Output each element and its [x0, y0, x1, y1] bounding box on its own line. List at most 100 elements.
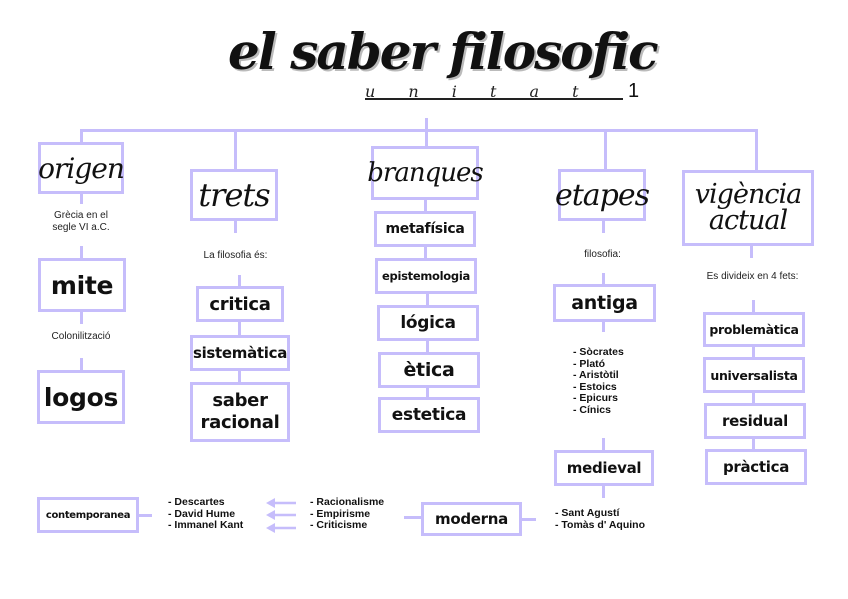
branques-item-etica: ètica — [378, 352, 480, 388]
connector — [602, 322, 605, 332]
trets-heading-box: trets — [190, 169, 278, 221]
connector — [425, 118, 428, 130]
vigencia-item-universalista: universalista — [703, 357, 805, 393]
logos-label: logos — [43, 382, 119, 412]
connector — [234, 221, 237, 233]
connector — [404, 516, 422, 519]
list-item: Aristòtil — [573, 369, 624, 382]
connector — [424, 200, 427, 212]
vigencia-heading-box: vigència actual — [682, 170, 814, 246]
vigencia-item-label: problemàtica — [709, 322, 799, 337]
list-item: Cínics — [573, 404, 624, 417]
vigencia-item-residual: residual — [704, 403, 806, 439]
trets-item-critica: critica — [196, 286, 284, 322]
connector — [238, 322, 241, 336]
trets-item-label: critica — [209, 293, 271, 315]
vigencia-item-label: residual — [722, 412, 788, 430]
connector — [80, 246, 83, 260]
etapa-antiga-box: antiga — [553, 284, 656, 322]
subtitle-text: u n i t a t — [365, 82, 593, 101]
colonization-note: Colonilització — [51, 331, 111, 342]
page-title: el saber filosofic — [228, 22, 659, 81]
connector — [234, 129, 237, 171]
branques-item-label: metafísica — [385, 221, 465, 237]
connector — [138, 514, 152, 517]
connector — [426, 294, 429, 306]
origen-heading: origen — [38, 151, 125, 185]
connector — [602, 273, 605, 285]
connector — [80, 312, 83, 324]
branques-item-label: lógica — [400, 313, 456, 333]
origen-heading-box: origen — [38, 142, 125, 194]
connector — [521, 518, 536, 521]
list-item: David Hume — [168, 508, 243, 521]
trets-item-label: saber racional — [200, 390, 280, 433]
connector — [426, 388, 429, 398]
origen-note: Grècia en el segle VI a.C. — [52, 210, 110, 233]
connector — [424, 247, 427, 259]
connector — [80, 194, 83, 204]
list-item: Racionalisme — [310, 496, 384, 509]
list-item: Tomàs d' Aquino — [555, 519, 645, 532]
branques-item-logica: lógica — [377, 305, 479, 341]
connector — [238, 371, 241, 383]
list-item: Empirisme — [310, 508, 384, 521]
connector — [80, 358, 83, 372]
list-item: Criticisme — [310, 519, 384, 532]
medieval-authors-list: Sant Agustí Tomàs d' Aquino — [555, 507, 645, 532]
arrow-left-icon — [266, 510, 296, 520]
etapa-moderna-box: moderna — [421, 502, 522, 536]
subtitle: u n i t a t — [365, 82, 623, 104]
connector — [604, 129, 607, 171]
list-item: Estoics — [573, 381, 624, 394]
etapa-medieval-label: medieval — [566, 459, 642, 477]
connector — [602, 221, 605, 233]
vigencia-item-practica: pràctica — [705, 449, 807, 485]
connector — [752, 347, 755, 357]
subtitle-underline — [365, 98, 623, 100]
connector — [426, 341, 429, 353]
branques-heading: branques — [367, 158, 483, 188]
moderna-currents-list: Racionalisme Empirisme Criticisme — [310, 496, 384, 532]
branques-item-epistemologia: epistemologia — [375, 258, 477, 294]
connector — [752, 393, 755, 403]
branques-item-metafisica: metafísica — [374, 211, 476, 247]
connector — [425, 129, 428, 147]
etapa-medieval-box: medieval — [554, 450, 654, 486]
etapes-note: filosofia: — [584, 249, 621, 260]
list-item: Sòcrates — [573, 346, 623, 359]
arrow-left-icon — [266, 498, 296, 508]
connector — [238, 275, 241, 287]
vigencia-heading: vigència actual — [694, 179, 802, 236]
etapa-contemporanea-box: contemporanea — [37, 497, 139, 533]
etapes-heading: etapes — [554, 177, 650, 213]
etapa-contemporanea-label: contemporanea — [45, 509, 131, 521]
connector — [602, 486, 605, 498]
trets-item-label: sistemàtica — [192, 344, 288, 362]
vigencia-note: Es divideix en 4 fets: — [706, 271, 799, 282]
antiga-authors-list: Sòcrates Plató Aristòtil Estoics Epicurs… — [573, 346, 624, 417]
trets-item-saber-racional: saber racional — [190, 382, 290, 442]
connector — [752, 300, 755, 314]
etapes-heading-box: etapes — [554, 169, 650, 221]
list-item: Descartes — [168, 496, 243, 509]
mite-box: mite — [38, 258, 126, 312]
vigencia-item-problematica: problemàtica — [703, 312, 805, 347]
connector — [755, 129, 758, 171]
trets-heading: trets — [198, 176, 270, 214]
connector — [602, 438, 605, 452]
arrow-left-icon — [266, 523, 296, 533]
vigencia-item-label: universalista — [710, 367, 798, 383]
list-item: Epicurs — [573, 392, 624, 405]
branques-item-label: ètica — [403, 359, 455, 381]
contemporanea-authors-list: Descartes David Hume Immanel Kant — [168, 496, 243, 532]
connector — [80, 129, 757, 132]
logos-box: logos — [37, 370, 125, 424]
trets-item-sistematica: sistemàtica — [190, 335, 290, 371]
unit-number: 1 — [628, 80, 640, 102]
branques-heading-box: branques — [367, 146, 484, 200]
branques-item-label: estetica — [391, 405, 467, 425]
branques-item-estetica: estetica — [378, 397, 480, 433]
trets-note: La filosofia és: — [203, 250, 268, 261]
etapa-antiga-label: antiga — [571, 292, 638, 314]
